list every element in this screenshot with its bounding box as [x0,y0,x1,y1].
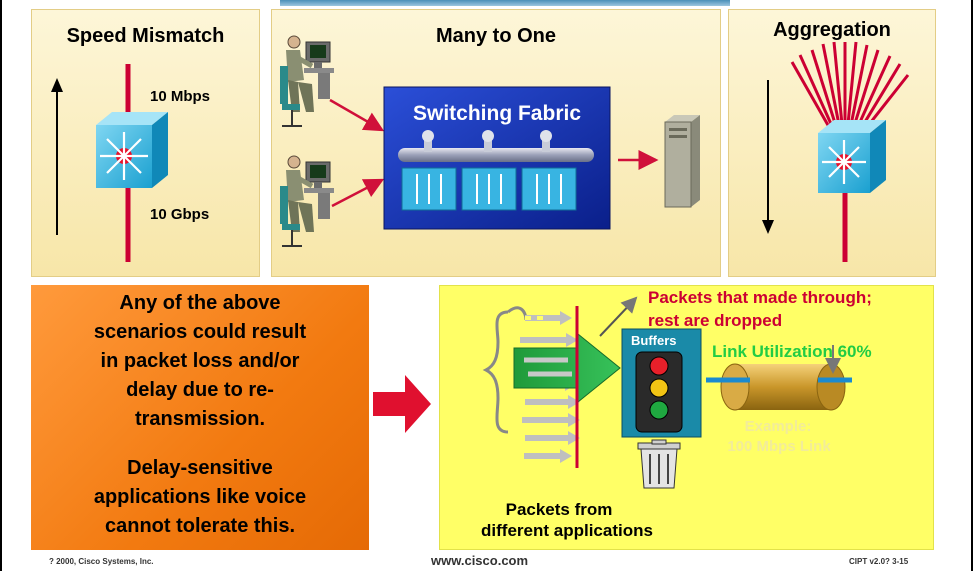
link-pipe-icon [706,345,852,411]
switch-icon [96,112,168,188]
example-label: Example: [744,418,812,435]
user-workstation-icon [280,155,334,247]
traffic-arrow-icon [331,178,385,208]
traffic-arrow-icon [329,98,385,132]
footer-slide-code: CIPT v2.0? 3-15 [849,557,909,566]
callout-line: Delay-sensitive [127,457,273,479]
packets-from-line2: different applications [481,521,653,540]
switching-fabric-label: Switching Fabric [412,102,582,125]
user-workstation-icon [280,35,334,127]
example-link-label: 100 Mbps Link [727,438,831,455]
panel-title: Many to One [435,25,556,47]
forwarded-arrow-icon [599,296,638,337]
callout-line: delay due to re- [126,379,274,401]
brace-top-icon [507,306,528,321]
footer-copyright: ? 2000, Cisco Systems, Inc. [49,557,154,566]
packets-through-line1: Packets that made through; [648,288,872,307]
speed-top-label: 10 Mbps [150,88,211,105]
buffers-traffic-light-icon [621,328,702,438]
speed-bottom-label: 10 Gbps [150,206,210,223]
server-icon [664,115,700,208]
callout-line: scenarios could result [93,321,307,343]
buffers-label: Buffers [631,333,677,348]
switch-icon [818,120,886,193]
link-utilization-label: Link Utilization 60% [712,342,872,361]
packet-overlay-icon [524,357,572,377]
footer-url[interactable]: www.cisco.com [431,553,529,568]
packets-from-line1: Packets from [505,500,613,519]
speed-up-arrow-icon [51,78,63,235]
panel-title: Aggregation [773,19,891,41]
callout-line: applications like voice [93,486,307,508]
callout-line: Any of the above [119,292,281,314]
callout-line: in packet loss and/or [100,350,300,372]
brace-icon [482,310,509,434]
header-band [280,0,730,6]
switching-fabric-icon [383,86,611,230]
callout-line: cannot tolerate this. [104,515,296,537]
panel-title: Speed Mismatch [66,25,225,47]
callout-box: Any of the above scenarios could result … [31,285,369,550]
packets-through-line2: rest are dropped [648,311,783,330]
callout-line: transmission. [134,408,266,430]
aggregation-down-arrow-icon [762,80,774,234]
trash-can-icon [637,439,681,489]
result-arrow-icon [373,375,431,433]
